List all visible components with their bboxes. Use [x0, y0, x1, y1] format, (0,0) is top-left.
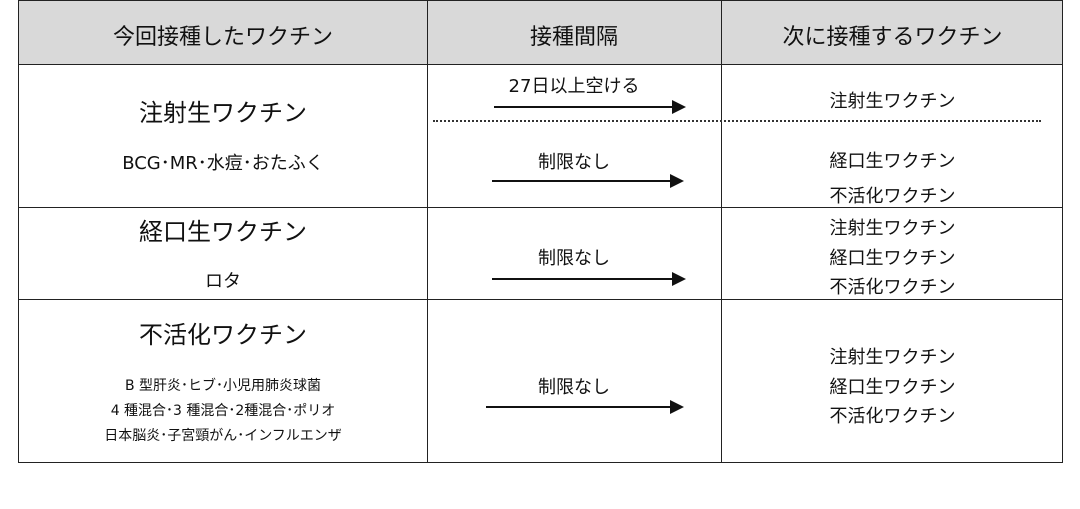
next-vaccine-injected-live: 注射生ワクチン	[829, 347, 956, 368]
arrow-right-icon	[486, 400, 684, 414]
interval-label-no-limit: 制限なし	[538, 248, 610, 269]
row-title-injected-live: 注射生ワクチン	[139, 99, 307, 127]
interval-label-no-limit: 制限なし	[538, 377, 610, 398]
row-divider-1	[19, 207, 1062, 208]
next-vaccine-oral-live: 経口生ワクチン	[829, 248, 956, 269]
row-examples-inactivated-2: 4 種混合･3 種混合･2種混合･ポリオ	[110, 403, 336, 419]
dotted-separator	[433, 120, 1041, 122]
next-vaccine-inactivated: 不活化ワクチン	[829, 277, 956, 298]
next-vaccine-injected-live: 注射生ワクチン	[829, 218, 956, 239]
arrow-right-icon	[492, 272, 686, 286]
next-vaccine-inactivated: 不活化ワクチン	[829, 406, 956, 427]
row-examples-injected-live: BCG･MR･水痘･おたふく	[122, 153, 324, 174]
table-header-background	[19, 1, 1062, 64]
arrow-right-icon	[492, 174, 684, 188]
next-vaccine-injected-live: 注射生ワクチン	[829, 91, 956, 112]
next-vaccine-inactivated: 不活化ワクチン	[829, 186, 956, 207]
row-examples-inactivated-1: B 型肝炎･ヒブ･小児用肺炎球菌	[124, 378, 322, 394]
row-title-inactivated: 不活化ワクチン	[139, 321, 307, 349]
row-divider-2	[19, 299, 1062, 300]
column-divider-2	[721, 1, 722, 462]
header-next-vaccine: 次に接種するワクチン	[782, 25, 1003, 50]
row-examples-inactivated-3: 日本脳炎･子宮頸がん･インフルエンザ	[104, 428, 342, 444]
header-interval: 接種間隔	[529, 25, 618, 50]
arrow-right-icon	[494, 100, 686, 114]
header-current-vaccine: 今回接種したワクチン	[112, 25, 333, 50]
row-title-oral-live: 経口生ワクチン	[139, 218, 307, 246]
header-divider	[19, 64, 1062, 65]
next-vaccine-oral-live: 経口生ワクチン	[829, 151, 956, 172]
row-examples-oral-live: ロタ	[205, 271, 241, 292]
column-divider-1	[427, 1, 428, 462]
interval-label-27days: 27日以上空ける	[508, 76, 640, 97]
next-vaccine-oral-live: 経口生ワクチン	[829, 377, 956, 398]
interval-label-no-limit: 制限なし	[538, 152, 610, 173]
vaccine-interval-table: 今回接種したワクチン 接種間隔 次に接種するワクチン 注射生ワクチン BCG･M…	[18, 0, 1063, 463]
